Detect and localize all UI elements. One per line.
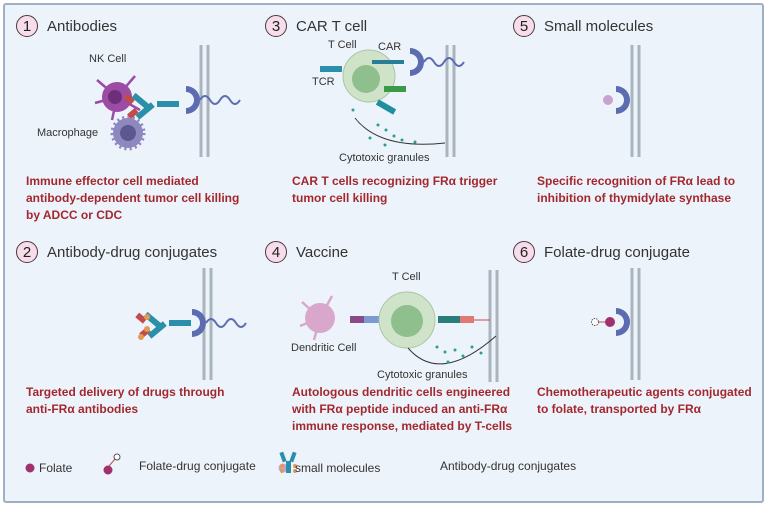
- panel-3-caption: CAR T cells recognizing FRα trigger tumor…: [292, 173, 497, 207]
- caption-line: Immune effector cell mediated: [26, 174, 199, 188]
- panel-1-caption: Immune effector cell mediated antibody-de…: [26, 173, 239, 224]
- tcr-label: TCR: [312, 76, 335, 88]
- panel-title-text: Vaccine: [296, 243, 349, 261]
- panel-1-title: 1 Antibodies: [16, 15, 117, 37]
- macrophage: [110, 115, 146, 151]
- cytotoxic-granules-label: Cytotoxic granules: [339, 152, 430, 164]
- fra-receptor: [616, 86, 630, 114]
- panel-title-text: CAR T cell: [296, 17, 368, 35]
- cell-membrane: [488, 268, 499, 384]
- number-badge: 4: [265, 241, 287, 263]
- cell-membrane: [630, 266, 641, 382]
- caption-line: Targeted delivery of drugs through: [26, 385, 225, 399]
- panel-3-art: [320, 43, 465, 159]
- number-badge: 5: [513, 15, 535, 37]
- panel-title-text: Antibodies: [47, 17, 118, 35]
- nk-cell-label: NK Cell: [89, 53, 127, 65]
- antibody-drug-conjugate: [135, 311, 191, 340]
- tcr: [320, 66, 342, 72]
- antibody-drug-conjugate-icon: [279, 451, 297, 473]
- caption-line: with FRα peptide induced an anti-FRα: [292, 402, 508, 416]
- caption-line: CAR T cells recognizing FRα trigger: [292, 174, 498, 188]
- caption-line: anti-FRα antibodies: [26, 402, 139, 416]
- panel-6-title: 6 Folate-drug conjugate: [513, 241, 690, 263]
- fra-receptor: [185, 85, 241, 115]
- cytotoxic-granules: [351, 108, 417, 147]
- car-receptor: [372, 60, 404, 64]
- cell-membrane: [199, 43, 210, 159]
- panel-5-title: 5 Small molecules: [513, 15, 653, 37]
- legend-folate: Folate: [39, 461, 73, 475]
- dendritic-cell-label: Dendritic Cell: [291, 342, 357, 354]
- cell-membrane: [630, 43, 641, 159]
- caption-line: by ADCC or CDC: [26, 208, 123, 222]
- fra-receptor: [409, 47, 465, 77]
- panel-2-caption: Targeted delivery of drugs through anti-F…: [26, 384, 224, 418]
- number-badge: 2: [16, 241, 38, 263]
- small-molecule: [603, 95, 613, 105]
- panel-4-title: 4 Vaccine: [265, 241, 348, 263]
- panel-6-art: [591, 266, 641, 382]
- panel-4-art: [299, 268, 499, 384]
- caption-line: Specific recognition of FRα lead to: [537, 174, 736, 188]
- caption-line: to folate, transported by FRα: [537, 402, 702, 416]
- granule-arrow: [407, 335, 497, 365]
- legend-small-molecules: small molecules: [295, 461, 381, 475]
- caption-line: tumor cell killing: [292, 191, 388, 205]
- fra-receptor: [616, 308, 630, 336]
- nk-cell: [94, 75, 141, 121]
- cytotoxic-granules: [435, 345, 483, 364]
- panel-4-caption: Autologous dendritic cells engineered wit…: [292, 384, 512, 435]
- car-label: CAR: [378, 41, 402, 53]
- folate-dot-icon: [25, 463, 35, 473]
- caption-line: immune response, mediated by T-cells: [292, 419, 513, 433]
- panel-title-text: Folate-drug conjugate: [544, 243, 690, 261]
- panel-1-art: [94, 43, 241, 159]
- caption-line: Autologous dendritic cells engineered: [292, 385, 511, 399]
- panel-2-art: [135, 266, 247, 382]
- legend-antibody-drug-conjugates: Antibody-drug conjugates: [440, 459, 577, 473]
- t-cell-label: T Cell: [328, 39, 357, 51]
- legend-folate-drug-conjugate: Folate-drug conjugate: [139, 459, 256, 473]
- granule-arrow: [354, 117, 446, 145]
- caption-line: antibody-dependent tumor cell killing: [26, 191, 240, 205]
- t-cell-label: T Cell: [392, 271, 421, 283]
- folate: [605, 317, 615, 327]
- dendritic-cell: [299, 295, 335, 341]
- caption-line: Chemotherapeutic agents conjugated: [537, 385, 752, 399]
- caption-line: inhibition of thymidylate synthase: [537, 191, 732, 205]
- panel-5-art: [603, 43, 641, 159]
- number-badge: 1: [16, 15, 38, 37]
- panel-5-caption: Specific recognition of FRα lead to inhib…: [537, 173, 735, 207]
- drug: [591, 318, 599, 326]
- folate-drug-conjugate-icon: [103, 453, 121, 475]
- number-badge: 6: [513, 241, 535, 263]
- panel-title-text: Antibody-drug conjugates: [47, 243, 218, 261]
- cytotoxic-granules-label: Cytotoxic granules: [377, 369, 468, 381]
- number-badge: 3: [265, 15, 287, 37]
- macrophage-label: Macrophage: [37, 127, 99, 139]
- panel-6-caption: Chemotherapeutic agents conjugated to fol…: [537, 384, 752, 418]
- panel-title-text: Small molecules: [544, 17, 654, 35]
- fra-receptor: [191, 308, 247, 338]
- panel-2-title: 2 Antibody-drug conjugates: [16, 241, 217, 263]
- panel-3-title: 3 CAR T cell: [265, 15, 367, 37]
